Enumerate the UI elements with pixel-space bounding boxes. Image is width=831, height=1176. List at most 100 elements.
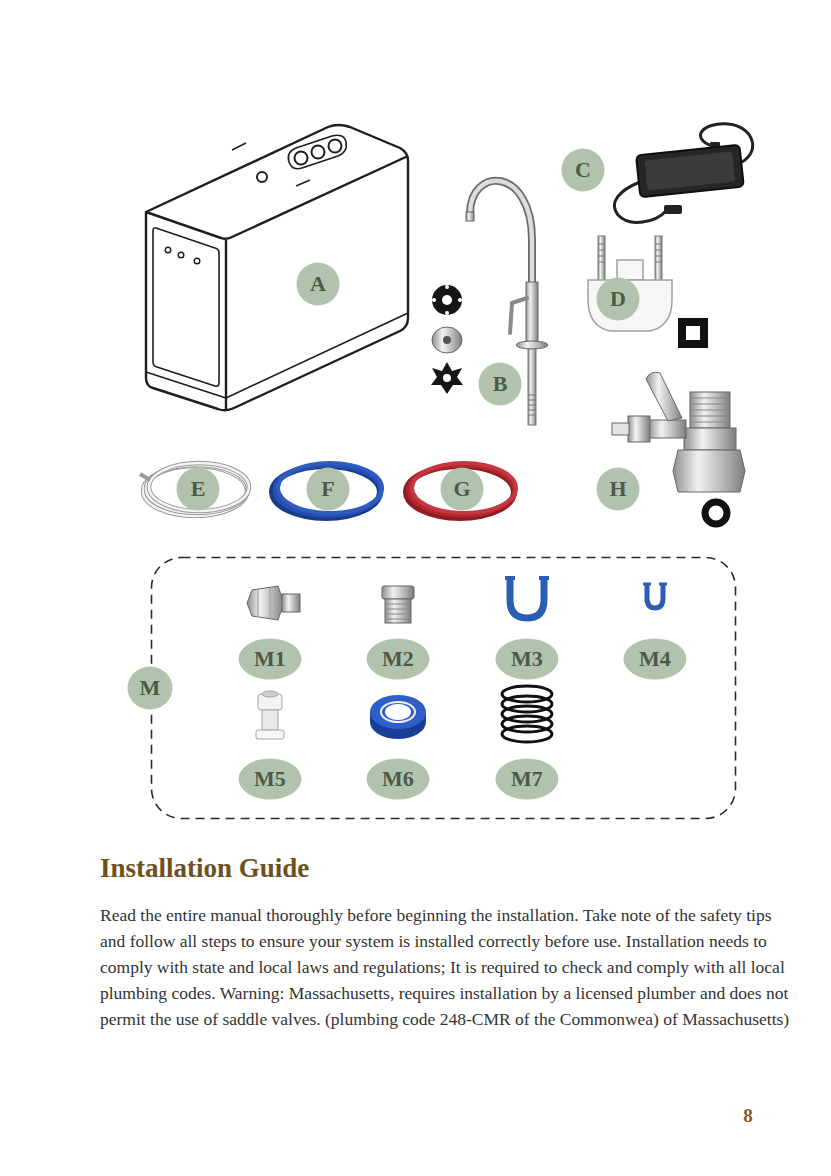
callout-shape-fill (367, 759, 430, 800)
callout-letter: H (609, 478, 626, 500)
faucet-drawing-part (470, 181, 532, 300)
tape-roll-drawing (370, 695, 426, 739)
callout-letter: M6 (382, 768, 414, 790)
power-adapter-drawing-part (636, 145, 744, 198)
callout-shape-fill (441, 468, 484, 511)
ro-unit-drawing-part (194, 258, 200, 264)
male-adapter-drawing-part (385, 599, 411, 623)
callout-shape-fill (177, 468, 220, 511)
tee-valve-drawing-part (690, 398, 730, 422)
male-adapter-drawing-part (385, 604, 411, 619)
callout-letter: M1 (254, 648, 286, 670)
callout-letter: M5 (254, 768, 286, 790)
part-callout: F (306, 467, 350, 511)
faucet-drawing-part (516, 341, 548, 349)
tape-roll-drawing-part (385, 704, 411, 720)
ro-unit-drawing-part (225, 240, 227, 410)
callout-shape-fill (597, 468, 640, 511)
male-adapter-drawing (382, 586, 414, 623)
white-tubing-drawing-part (149, 463, 249, 511)
callout-letter: G (453, 478, 470, 500)
tee-valve-drawing-part (684, 428, 736, 450)
page-number: 8 (728, 1104, 768, 1128)
white-tubing-drawing-part (140, 474, 150, 480)
large-clip-drawing-part (510, 578, 544, 618)
callout-shape-fill (367, 639, 430, 680)
faucet-drawing-part (432, 285, 462, 315)
small-clip-drawing-part (643, 583, 667, 586)
ro-unit-drawing-part (257, 172, 267, 182)
faucet-drawing-part (431, 362, 463, 394)
part-callout: C (561, 148, 605, 192)
faucet-drawing-part (445, 285, 449, 289)
part-callout: A (296, 262, 340, 306)
dashed-group-outline (150, 556, 737, 820)
part-callout: M7 (495, 758, 559, 800)
ro-unit-drawing-part (153, 228, 219, 386)
callout-shape-fill (562, 149, 605, 192)
ro-unit-drawing-part (329, 140, 342, 153)
callout-letter: M7 (511, 768, 543, 790)
large-clip-drawing (505, 578, 549, 618)
body-paragraph: Read the entire manual thoroughly before… (100, 902, 792, 1032)
red-tubing-drawing-part (412, 463, 516, 513)
small-clip-drawing (643, 584, 667, 608)
push-fitting-drawing-part (256, 730, 284, 739)
faucet-drawing-part (432, 298, 436, 302)
callout-shape-fill (479, 363, 522, 406)
saddle-valve-drawing-part (598, 236, 605, 284)
saddle-valve-drawing-part (617, 260, 643, 280)
female-adapter-drawing (247, 586, 300, 620)
section-title: Installation Guide (100, 853, 309, 884)
faucet-drawing-part (443, 336, 451, 344)
faucet-drawing-part (443, 374, 451, 382)
callout-shape-fill (597, 278, 640, 321)
callout-shape-fill (239, 759, 302, 800)
female-adapter-drawing-part (258, 588, 270, 618)
tee-valve-drawing-part (690, 392, 730, 428)
callout-letter: F (321, 478, 334, 500)
power-adapter-drawing-part-part (636, 145, 744, 198)
dashed-group-border (152, 558, 736, 819)
ro-unit-drawing-part (296, 180, 310, 186)
large-clip-drawing-part (505, 576, 549, 580)
power-adapter-drawing (614, 124, 752, 223)
faucet-drawing-part (528, 395, 536, 415)
ro-unit-drawing-part (146, 156, 408, 239)
faucet-drawing-part (528, 349, 536, 425)
part-callout: M4 (623, 638, 687, 680)
part-callout: G (440, 467, 484, 511)
tape-roll-drawing-part (370, 695, 426, 729)
power-adapter-drawing-part-part (645, 151, 736, 190)
group-badge-shape-fill (128, 667, 173, 710)
faucet-drawing-part (432, 327, 462, 353)
tee-valve-drawing-part (612, 423, 629, 435)
callout-letter: E (191, 478, 206, 500)
blue-tubing-drawing-part (278, 463, 382, 513)
male-adapter-drawing-part (382, 586, 414, 599)
group-badge: M (127, 666, 173, 710)
faucet-drawing-part (442, 295, 452, 305)
blue-tubing-drawing (272, 463, 382, 518)
group-letter: M (140, 677, 161, 699)
ro-unit-drawing-part (146, 125, 408, 410)
push-fitting-drawing (256, 691, 284, 739)
faucet-drawing-part (510, 298, 527, 333)
callout-shape-fill (239, 639, 302, 680)
faucet-drawing-part (470, 181, 532, 300)
part-callout: B (478, 362, 522, 406)
callout-letter: M4 (639, 648, 671, 670)
part-callout: H (596, 467, 640, 511)
callout-shape-fill (307, 468, 350, 511)
part-callout: E (176, 467, 220, 511)
callout-shape-fill (496, 639, 559, 680)
female-adapter-drawing-part (282, 594, 300, 612)
tape-roll-drawing-part (381, 702, 415, 722)
tee-valve-drawing-part (648, 420, 686, 438)
push-fitting-drawing-part (262, 691, 278, 697)
faucet-drawing (431, 181, 548, 425)
faucet-drawing-part (526, 282, 538, 342)
saddle-valve-drawing-part (678, 318, 708, 348)
parts-group-box: M1M2M3M4M5M6M7M (150, 556, 737, 820)
